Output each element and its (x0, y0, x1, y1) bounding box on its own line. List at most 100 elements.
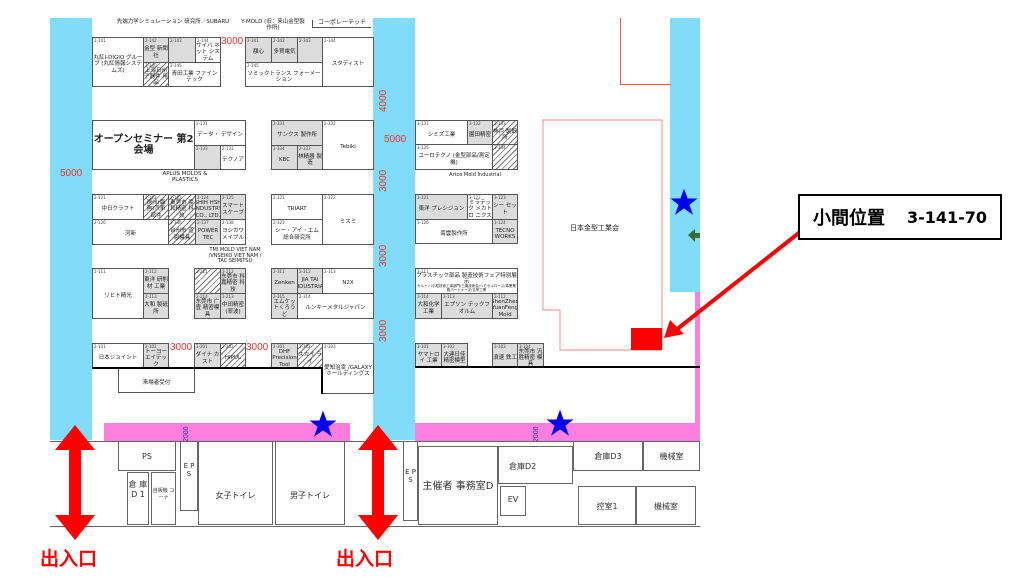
booth-id: 2-144 (197, 38, 209, 43)
booth-id: 2-123 (170, 195, 182, 200)
booth[interactable]: 2-143 (168, 37, 196, 63)
booth-name: テクノア (222, 156, 244, 163)
booth-id: 2-334 (273, 146, 285, 151)
booth-body: ルンキーメタルジャパン (298, 299, 373, 318)
booth[interactable]: 3-123 シー セット (492, 194, 518, 220)
booth-id: 3-134 (494, 145, 506, 150)
wall (92, 367, 323, 369)
booth-body: Tebiki (323, 126, 373, 169)
booth-body: サイバ ネット システム (196, 43, 220, 62)
booth-id: 2-136 (170, 220, 182, 225)
booth-id: 3-135 (417, 145, 429, 150)
booth[interactable]: 2-121 中日クラフト (92, 194, 144, 220)
booth-body: プラスチック部品 製造技術フェア特別展示カルーノ/小松技術工事部門/三機技術会/… (416, 273, 517, 293)
booth-body: 東莞市 豪和精密 科技 (169, 200, 195, 219)
booth-body: Zenken (272, 274, 297, 293)
booth-name: 額心 (252, 49, 264, 56)
booth-id: 2-121 (94, 195, 106, 200)
booth-name: 多賀電気 (273, 49, 296, 56)
aisle-left (50, 18, 92, 440)
label-tmi: TMI MOLD VIET NAM /VNSEIKO VIET NAM / TA… (208, 247, 262, 264)
booth-name: 金型 新聞社 (144, 46, 168, 59)
booth-id: 3-123 (494, 195, 506, 200)
booth-name: 中日クラフト (101, 206, 135, 213)
booth[interactable]: オープンセミナー 第2会場 (92, 120, 195, 170)
booth-name: シー セット (493, 203, 517, 216)
booth[interactable]: 3-134 (492, 144, 518, 170)
booth-name: スタディスト (331, 61, 365, 68)
wall (321, 367, 323, 394)
booth-body: リヒト精光 (93, 274, 143, 318)
booth-body: 南雲製作所 (416, 225, 492, 243)
booth[interactable]: 2-211 (194, 268, 221, 294)
booth-body: 台州市 道恩模具 (169, 225, 195, 244)
booth-id: 2-202 (222, 344, 234, 349)
room-organizer-office: 主催者 事務室D (418, 446, 498, 525)
room-machine: 機械室 (643, 441, 700, 471)
dimension-2000: 2000 (533, 426, 540, 442)
booth-body: 东莞市 广壹 精密模具 (195, 299, 220, 318)
booth-body: テクノア (221, 151, 245, 169)
booth-name: 青田工業 ファインテック (171, 70, 218, 83)
booth-body: HIPUL (221, 349, 245, 368)
booth-id: 3-102 (443, 344, 455, 349)
dimension-4000: 4000 (378, 89, 389, 112)
booth-id: 2-142 (145, 38, 157, 43)
booth-location-marker[interactable] (631, 328, 662, 350)
booth-body: KBC (272, 151, 297, 169)
booth-body: 青田工業 ファインテック (169, 68, 220, 86)
booth-name: 来場者受付 (142, 379, 171, 386)
label-aplus: APLUS MOLDS & PLASTICS (162, 171, 208, 184)
booth-id: 2-303 (324, 344, 336, 349)
booth-name: 園田精密 (468, 131, 491, 138)
booth-id: 2-111 (94, 269, 106, 274)
booth-id: 2-345 (247, 63, 259, 68)
booth-id: 2-323 (273, 220, 285, 225)
